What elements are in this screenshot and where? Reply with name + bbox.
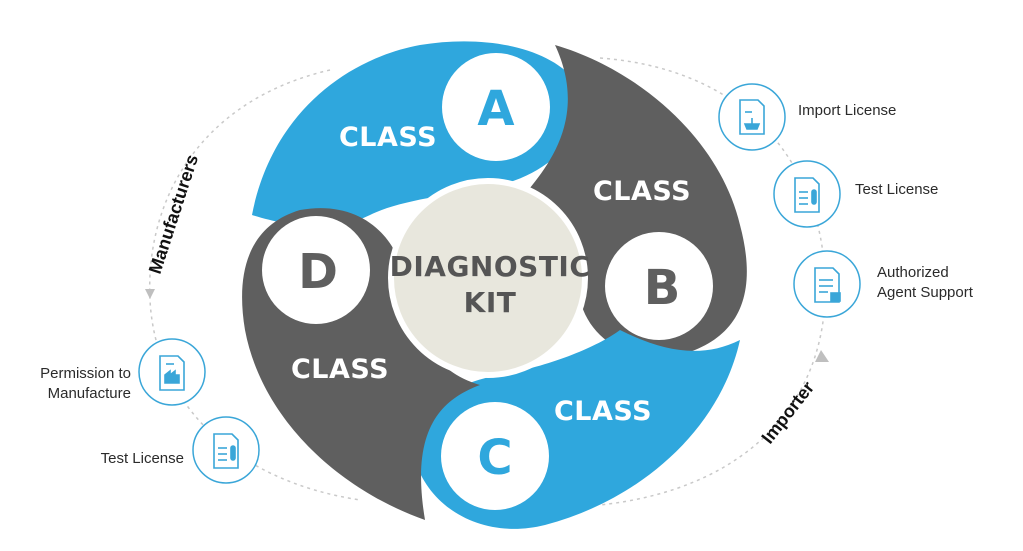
- importer-arc: [599, 57, 826, 506]
- import-license-label: Import License: [798, 102, 896, 119]
- class-d-letter: D: [298, 244, 338, 300]
- class-b-letter: B: [644, 260, 681, 316]
- manufacturers-arrow-icon: [145, 289, 155, 299]
- manufacturers-label: Manufacturers: [145, 152, 202, 276]
- import-license-item: [718, 83, 786, 151]
- document-ship-icon: [739, 99, 765, 135]
- document-test-tube-icon: [213, 433, 239, 469]
- center-title-line1: DIAGNOSTIC: [390, 250, 591, 283]
- authorized-agent-item: [793, 250, 861, 318]
- letter-circle-c: [441, 402, 549, 510]
- manufacturers-arc: [148, 69, 361, 501]
- document-test-tube-icon: [794, 177, 820, 213]
- letter-circle-a: [442, 53, 550, 161]
- test-license-left-item: [192, 416, 260, 484]
- test-license-right-item: [773, 160, 841, 228]
- letter-circle-b: [605, 232, 713, 340]
- importer-label: Importer: [757, 378, 818, 448]
- test-license-left-label: Test License: [101, 450, 184, 467]
- test-license-right-label: Test License: [855, 181, 938, 198]
- permission-manufacture-item: [138, 338, 206, 406]
- authorized-agent-label-line1: Authorized: [877, 264, 949, 281]
- class-a-word: CLASS: [339, 122, 437, 153]
- permission-manufacture-label-line1: Permission to: [40, 365, 131, 382]
- class-c-word: CLASS: [554, 396, 652, 427]
- permission-manufacture-label-line2: Manufacture: [48, 385, 131, 402]
- center-circle: [388, 178, 588, 378]
- importer-arrow-icon: [815, 350, 829, 362]
- class-c-letter: C: [477, 430, 512, 486]
- authorized-agent-label-line2: Agent Support: [877, 284, 974, 301]
- class-d-word: CLASS: [291, 354, 389, 385]
- class-b-word: CLASS: [593, 176, 691, 207]
- letter-circle-d: [262, 216, 370, 324]
- center-title-line2: KIT: [464, 286, 517, 319]
- class-a-letter: A: [477, 81, 514, 137]
- document-thumbs-up-icon: [814, 267, 841, 303]
- document-factory-icon: [159, 355, 185, 391]
